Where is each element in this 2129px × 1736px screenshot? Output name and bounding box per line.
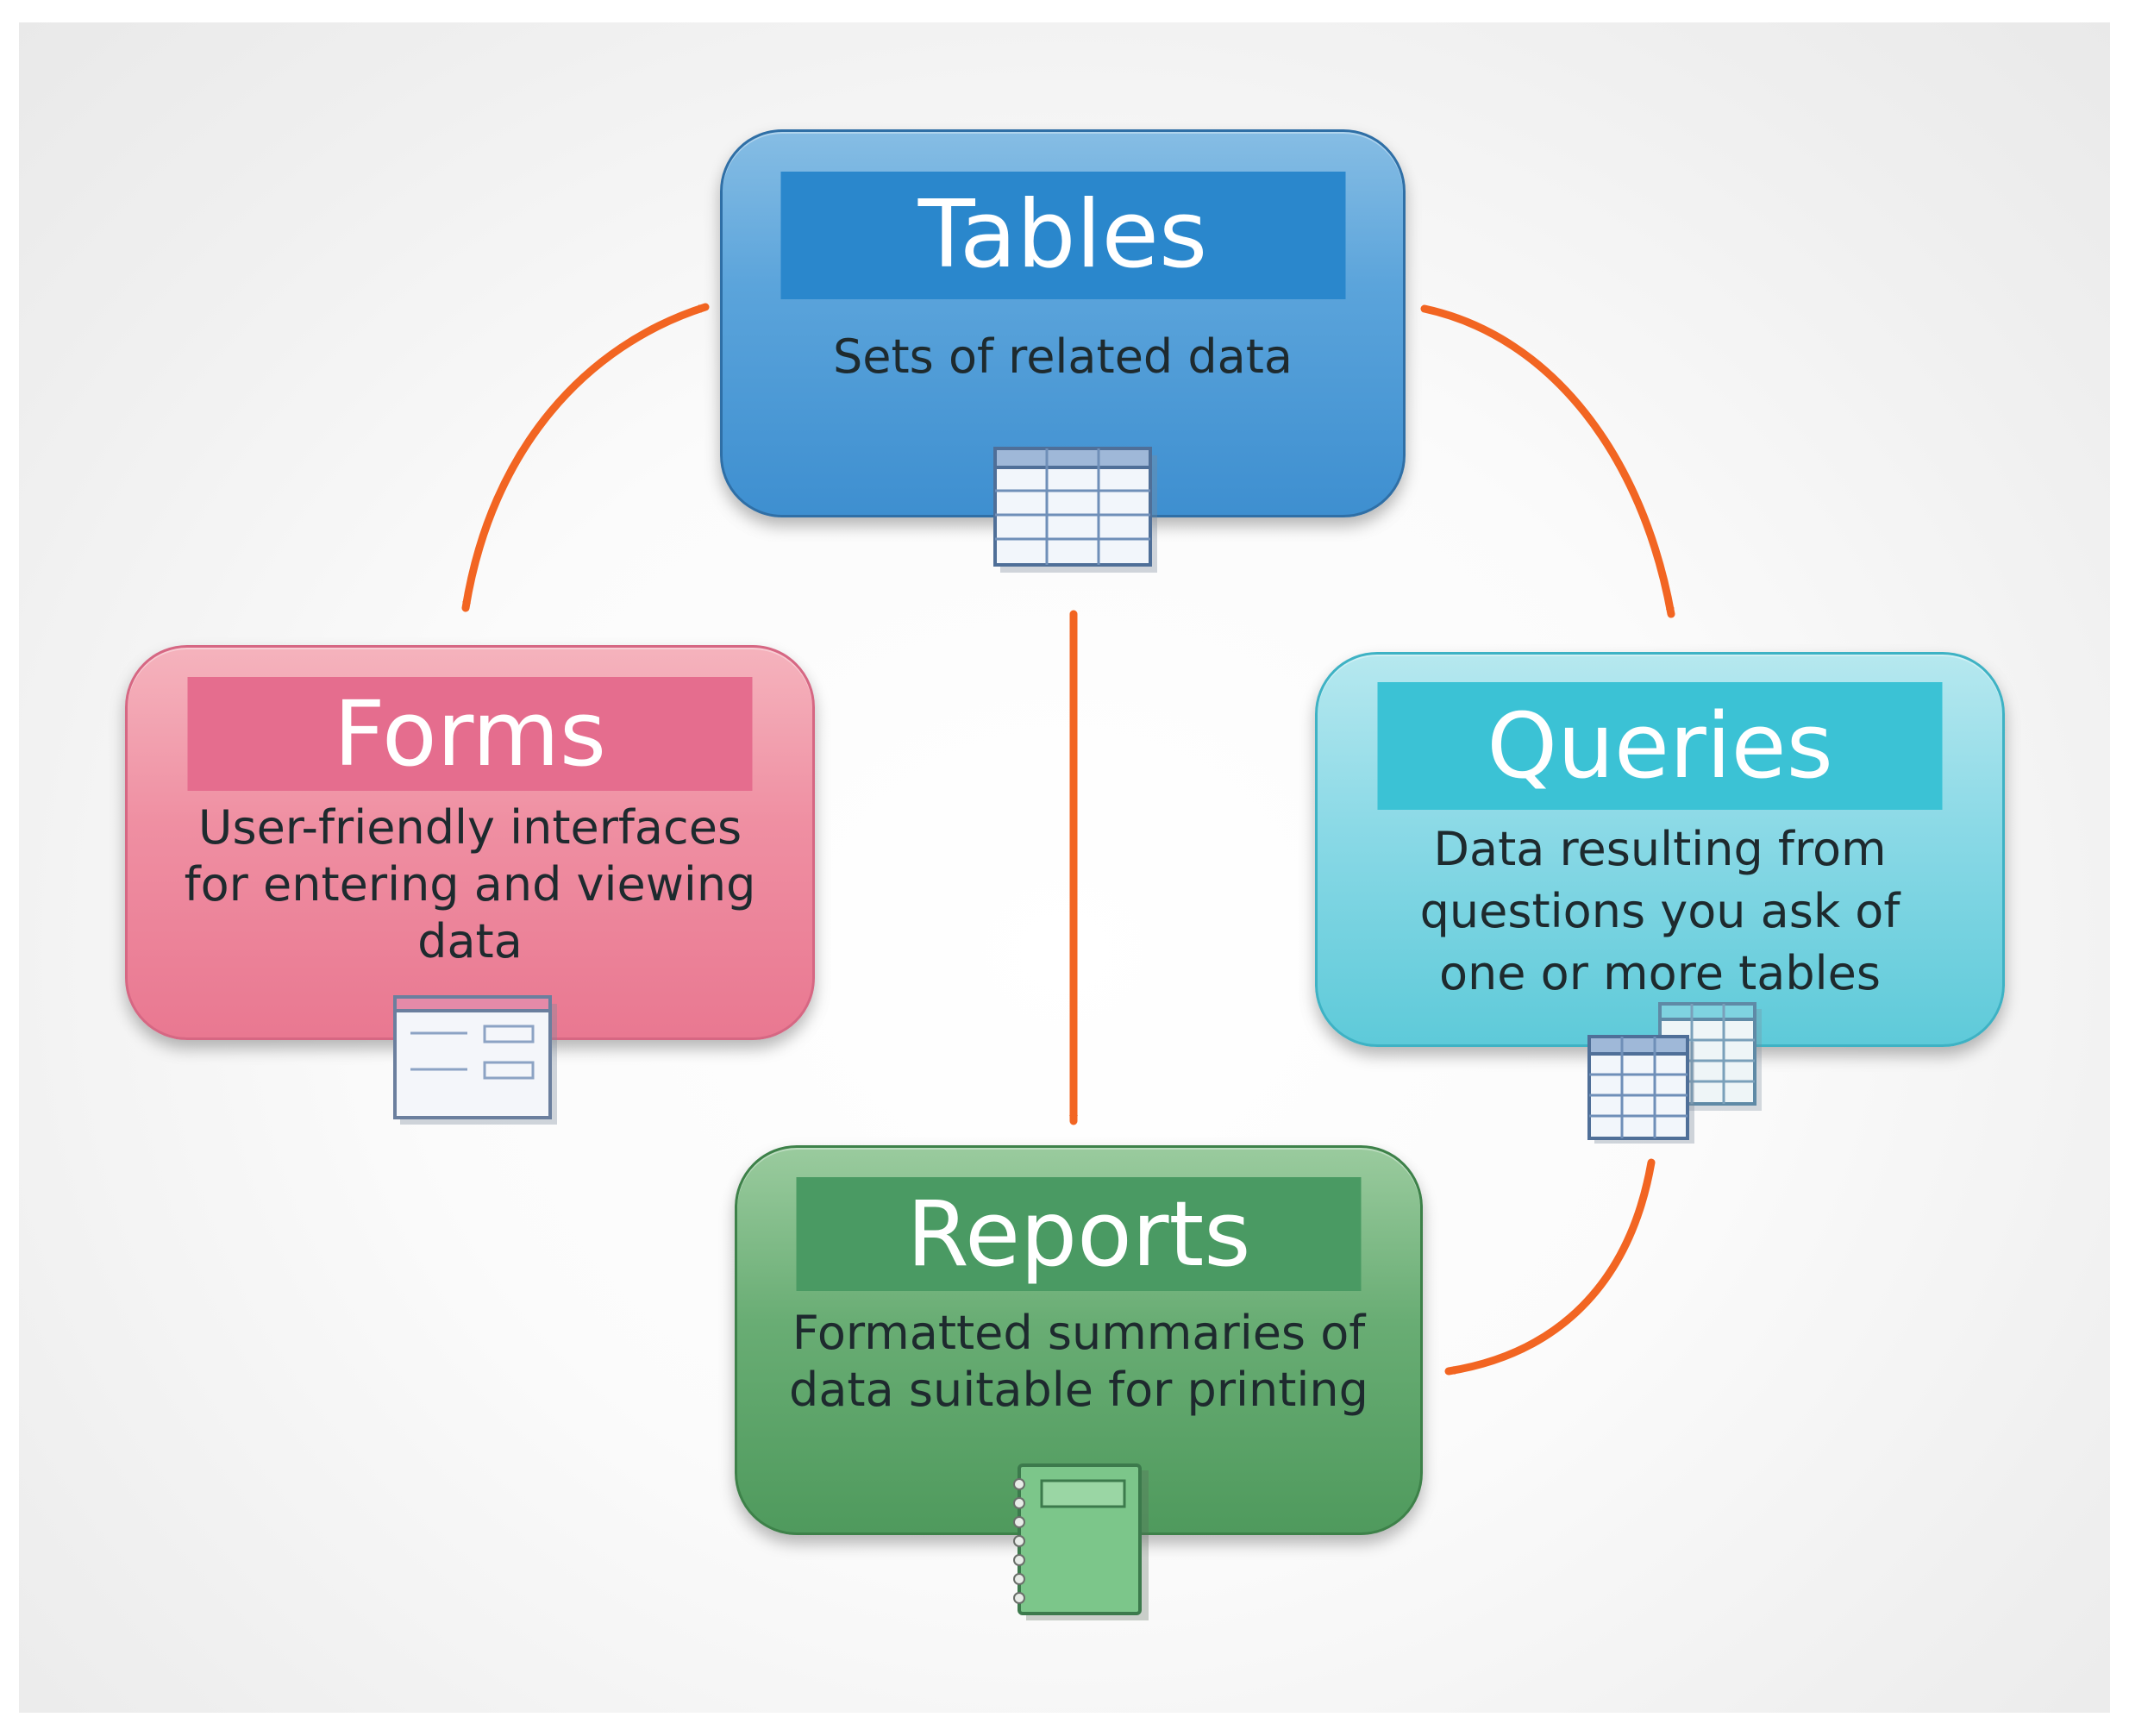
queries-title: Queries — [1377, 682, 1943, 810]
queries-node: Queries Data resulting from questions yo… — [1315, 652, 2005, 1047]
report-book-icon — [1013, 1463, 1149, 1620]
forms-desc-line-2: for entering and viewing — [184, 857, 756, 912]
arrow-tables-queries — [1420, 304, 1675, 618]
reports-desc-line-1: Formatted summaries of — [792, 1306, 1366, 1360]
arrow-queries-reports — [1444, 1158, 1656, 1376]
reports-desc-line-2: data suitable for printing — [789, 1363, 1368, 1417]
tables-desc-line-1: Sets of related data — [833, 329, 1293, 384]
queries-desc-line-1: Data resulting from — [1433, 822, 1887, 876]
queries-desc-line-3: one or more tables — [1439, 946, 1881, 1000]
table-grid-icon — [993, 447, 1157, 573]
arrow-tables-forms — [461, 303, 710, 612]
reports-title: Reports — [796, 1177, 1362, 1291]
forms-node: Forms User-friendly interfaces for enter… — [125, 645, 815, 1040]
stacked-tables-icon — [1587, 1002, 1762, 1144]
queries-desc-line-2: questions you ask of — [1419, 884, 1900, 938]
reports-description: Formatted summaries of data suitable for… — [737, 1305, 1420, 1419]
tables-description: Sets of related data — [723, 327, 1403, 387]
form-window-icon — [393, 995, 557, 1125]
forms-description: User-friendly interfaces for entering an… — [128, 799, 812, 970]
forms-desc-line-3: data — [417, 914, 523, 968]
forms-desc-line-1: User-friendly interfaces — [197, 800, 742, 855]
forms-title: Forms — [187, 677, 753, 791]
queries-description: Data resulting from questions you ask of… — [1318, 818, 2002, 1005]
tables-title: Tables — [780, 172, 1345, 299]
